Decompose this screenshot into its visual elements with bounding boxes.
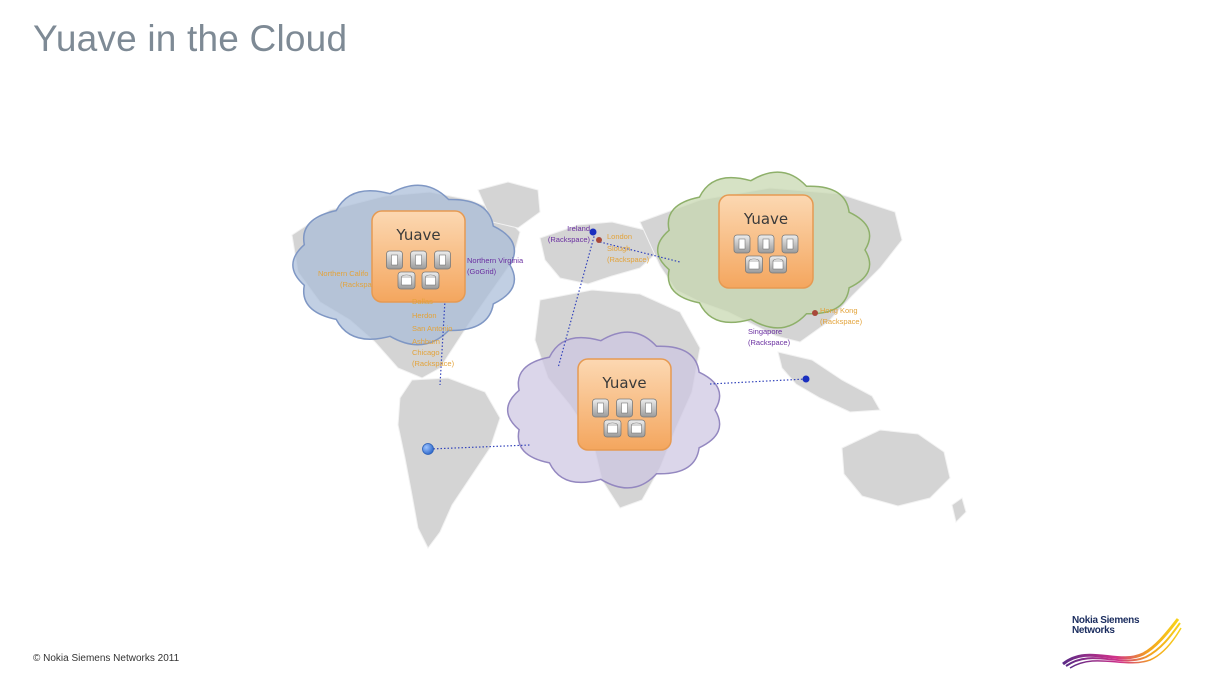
yuave-box-label: Yuave <box>395 226 440 244</box>
yuave-box-asia: Yuave <box>718 194 814 289</box>
server-icon-front <box>738 238 746 250</box>
logo-wave-icon <box>1062 618 1182 669</box>
location-label: Herdon <box>412 311 437 320</box>
location-label: Dallas <box>412 297 433 306</box>
server-icon-front <box>786 238 794 250</box>
connector-line <box>709 378 807 385</box>
yuave-box-africa: Yuave <box>577 358 672 451</box>
location-label: Northern Virginia <box>467 256 524 265</box>
logo-line-1: Nokia Siemens <box>1072 615 1140 626</box>
map-pin-icon <box>422 443 434 455</box>
server-icon-front <box>415 254 422 266</box>
location-provider-label: (Rackspace) <box>607 255 650 264</box>
location-label: Chicago <box>412 348 440 357</box>
location-provider-label: (GoGrid) <box>467 267 497 276</box>
location-label: Ashburn <box>412 337 440 346</box>
database-icon-body <box>631 424 642 434</box>
location-label: Ireland <box>567 224 590 233</box>
database-icon-body <box>425 276 436 286</box>
server-icon-front <box>762 238 770 250</box>
map-pin-icon <box>802 375 810 383</box>
server-icon-front <box>391 254 398 266</box>
database-icon-body <box>748 260 760 270</box>
server-icon-front <box>439 254 446 266</box>
map-pin-icon <box>596 237 602 243</box>
location-label: Singapore <box>748 327 782 336</box>
copyright-notice: © Nokia Siemens Networks 2011 <box>33 653 180 664</box>
location-provider-label: (Rackspace) <box>820 317 863 326</box>
yuave-box-americas: Yuave <box>371 210 466 303</box>
server-icon-front <box>597 402 604 414</box>
location-label: Hong Kong <box>820 306 858 315</box>
map-pin-icon <box>589 228 597 236</box>
database-icon-body <box>401 276 412 286</box>
continent-south-america <box>397 377 501 549</box>
map-pin-icon <box>812 310 818 316</box>
location-provider-label: (Rackspa <box>340 280 373 289</box>
location-provider-label: (Rackspace) <box>548 235 591 244</box>
island-new-zealand <box>951 497 967 523</box>
connector-line <box>429 444 531 450</box>
connector-line <box>439 299 446 386</box>
yuave-box-label: Yuave <box>601 374 646 392</box>
location-label: London <box>607 232 632 241</box>
slide-title: Yuave in the Cloud <box>33 18 348 59</box>
database-icon-body <box>772 260 784 270</box>
location-label: Slough <box>607 244 630 253</box>
continent-southeast-asia <box>777 351 881 413</box>
database-icon-body <box>607 424 618 434</box>
continent-australia <box>841 429 951 507</box>
location-label: Northern Califo <box>318 269 368 278</box>
server-icon-front <box>621 402 628 414</box>
company-logo: Nokia Siemens Networks <box>1058 614 1183 669</box>
logo-line-2: Networks <box>1072 625 1115 636</box>
server-icon-front <box>645 402 652 414</box>
continent-europe <box>539 221 661 285</box>
yuave-box-label: Yuave <box>743 210 788 228</box>
location-label: San Antonio <box>412 324 452 333</box>
connector-line <box>557 232 596 369</box>
location-provider-label: (Rackspace) <box>412 359 455 368</box>
location-provider-label: (Rackspace) <box>748 338 791 347</box>
